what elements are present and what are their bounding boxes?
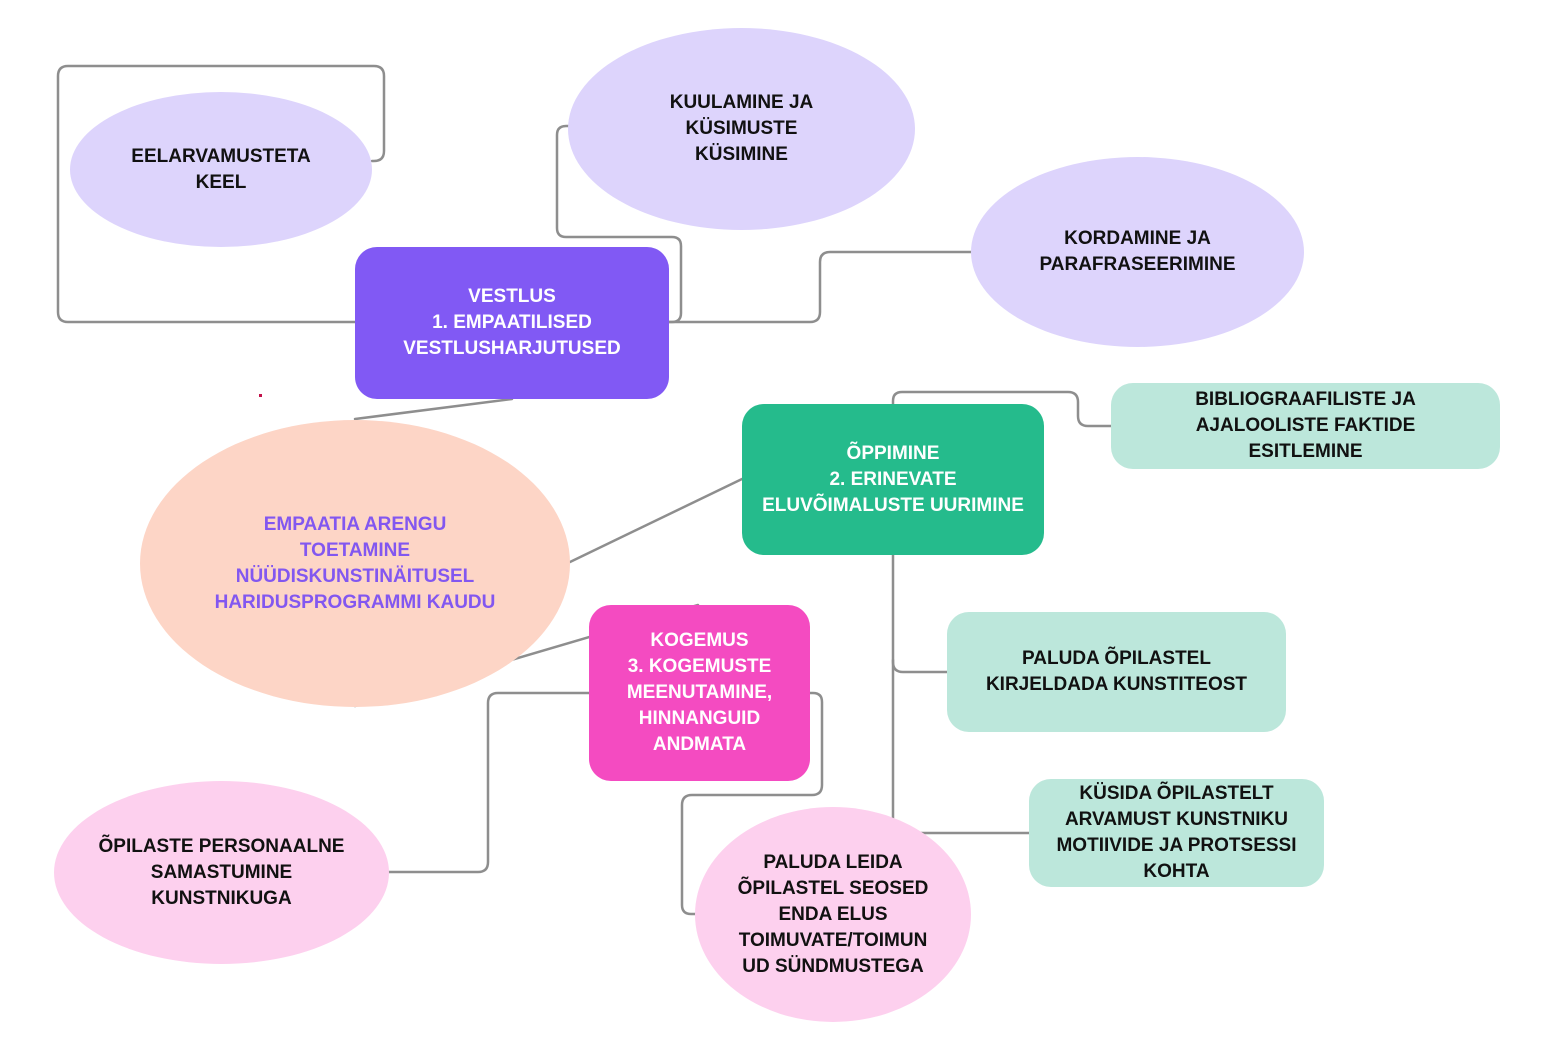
connector-center-vestlus (353, 397, 514, 421)
connector-kogemus-paluda (680, 691, 824, 916)
stray-dot-mark (259, 394, 262, 397)
connector-oppimine-kirjeldada (891, 553, 949, 674)
central-topic-node[interactable]: EMPAATIA ARENGU TOETAMINE NÜÜDISKUNSTINÄ… (140, 420, 570, 707)
leaf-node-bibliograafiliste[interactable]: BIBLIOGRAAFILISTE JA AJALOOLISTE FAKTIDE… (1111, 383, 1500, 469)
connector-vestlus-kordamine (667, 250, 973, 324)
branch-node-oppimine[interactable]: ÕPPIMINE 2. ERINEVATE ELUVÕIMALUSTE UURI… (742, 404, 1044, 555)
leaf-node-eelarvamusteta-keel[interactable]: EELARVAMUSTETA KEEL (70, 92, 372, 247)
branch-node-vestlus[interactable]: VESTLUS 1. EMPAATILISED VESTLUSHARJUTUSE… (355, 247, 669, 399)
connector-center-oppimine (568, 477, 744, 564)
connector-vestlus-eelarvamusteta (56, 64, 386, 324)
branch-node-kogemus[interactable]: KOGEMUS 3. KOGEMUSTE MEENUTAMINE, HINNAN… (589, 605, 810, 781)
connector-oppimine-biblio (891, 390, 1113, 428)
leaf-node-opilaste-samastumine[interactable]: ÕPILASTE PERSONAALNE SAMASTUMINE KUNSTNI… (54, 781, 389, 964)
leaf-node-paluda-leida-seosed[interactable]: PALUDA LEIDA ÕPILASTEL SEOSED ENDA ELUS … (695, 807, 971, 1022)
leaf-node-kirjeldada-kunstiteost[interactable]: PALUDA ÕPILASTEL KIRJELDADA KUNSTITEOST (947, 612, 1286, 732)
leaf-node-kordamine[interactable]: KORDAMINE JA PARAFRASEERIMINE (971, 157, 1304, 347)
leaf-node-kuulamine[interactable]: KUULAMINE JA KÜSIMUSTE KÜSIMINE (568, 28, 915, 230)
leaf-node-kusida-arvamust[interactable]: KÜSIDA ÕPILASTELT ARVAMUST KUNSTNIKU MOT… (1029, 779, 1324, 887)
connector-vestlus-kuulamine (555, 124, 683, 324)
connector-kogemus-opilaste (387, 691, 591, 874)
